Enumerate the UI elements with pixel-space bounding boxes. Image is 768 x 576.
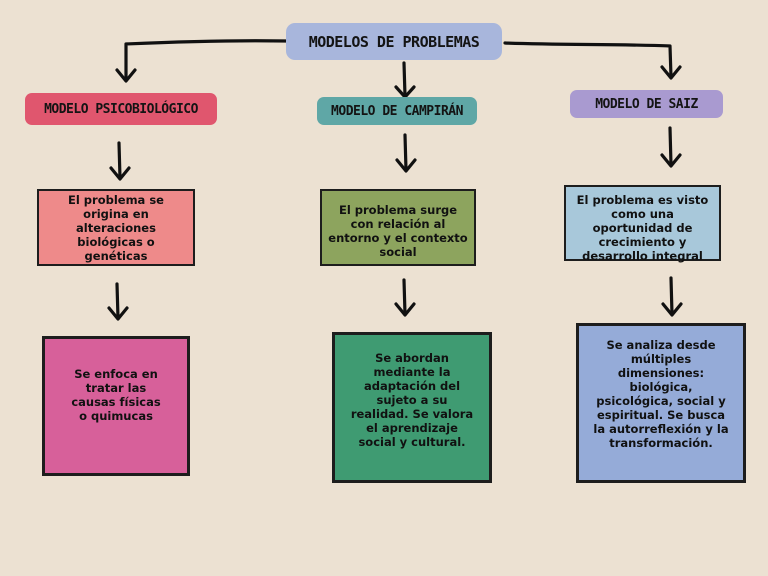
arrow-psico-header-to-box1 bbox=[117, 141, 122, 180]
campiran-approach-box: Se abordan mediante la adaptación del su… bbox=[332, 332, 492, 483]
arrow-title-to-psico bbox=[124, 39, 290, 82]
psico-origin-text: El problema se origina en alteraciones b… bbox=[68, 192, 164, 263]
header-psico-text: MODELO PSICOBIOLÓGICO bbox=[44, 101, 198, 117]
arrow-psico-box1-to-box2 bbox=[115, 282, 120, 320]
arrow-saiz-box1-to-box2 bbox=[669, 276, 674, 316]
campiran-approach-text: Se abordan mediante la adaptación del su… bbox=[350, 351, 474, 449]
saiz-origin-text: El problema es visto como una oportunida… bbox=[576, 193, 709, 263]
diagram-title: MODELOS DE PROBLEMAS bbox=[286, 23, 502, 60]
header-campiran-text: MODELO DE CAMPIRÁN bbox=[331, 103, 463, 119]
arrow-title-to-saiz bbox=[503, 41, 673, 79]
campiran-origin-box: El problema surge con relación al entorn… bbox=[320, 189, 476, 266]
header-modelo-saiz: MODELO DE SAIZ bbox=[570, 90, 723, 118]
diagram-title-text: MODELOS DE PROBLEMAS bbox=[308, 32, 480, 51]
campiran-origin-text: El problema surge con relación al entorn… bbox=[328, 203, 468, 259]
saiz-analysis-text: Se analiza desde múltiples dimensiones: … bbox=[593, 338, 729, 450]
arrow-campiran-box1-to-box2 bbox=[402, 278, 407, 316]
saiz-origin-box: El problema es visto como una oportunida… bbox=[564, 185, 721, 263]
psico-treatment-text: Se enfoca en tratar las causas físicas o… bbox=[71, 367, 161, 423]
psico-treatment-box: Se enfoca en tratar las causas físicas o… bbox=[42, 336, 190, 476]
psico-origin-box: El problema se origina en alteraciones b… bbox=[37, 189, 195, 266]
arrow-saiz-header-to-box1 bbox=[668, 126, 673, 167]
arrow-campiran-header-to-box1 bbox=[403, 133, 408, 172]
arrow-title-to-campiran bbox=[402, 61, 407, 98]
saiz-analysis-box: Se analiza desde múltiples dimensiones: … bbox=[576, 323, 746, 483]
header-saiz-text: MODELO DE SAIZ bbox=[595, 96, 698, 112]
header-modelo-campiran: MODELO DE CAMPIRÁN bbox=[317, 97, 477, 125]
header-modelo-psicobiologico: MODELO PSICOBIOLÓGICO bbox=[25, 93, 217, 125]
